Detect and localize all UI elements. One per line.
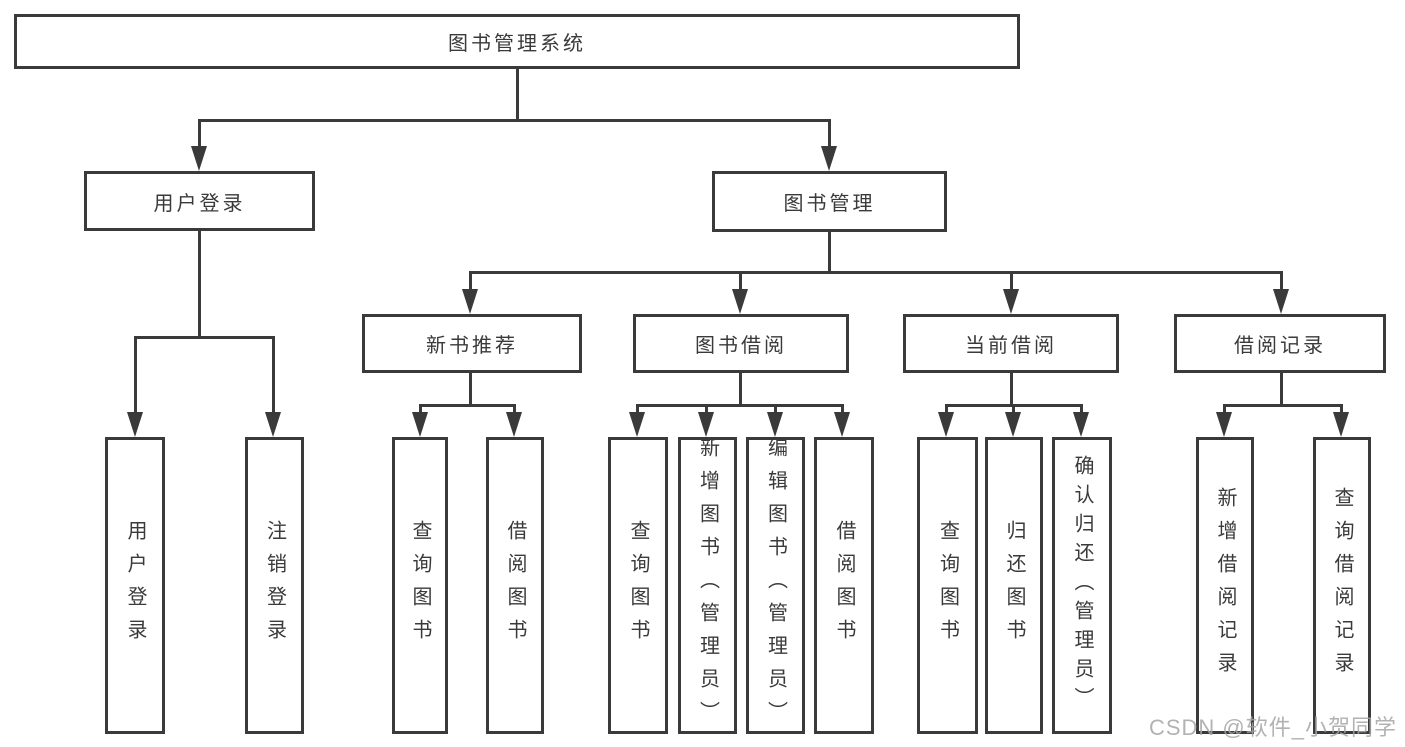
arrow-down-icon (1216, 412, 1232, 437)
arrow-down-icon (1273, 289, 1289, 314)
node-user-login: 用户登录 (84, 171, 315, 231)
connector-line (774, 404, 777, 416)
connector-line (419, 404, 422, 416)
leaf-add-book-admin: 新增图书（管理员） (678, 437, 737, 734)
arrow-down-icon (767, 412, 783, 437)
node-label: 查询图书 (409, 519, 431, 652)
connector-line (1280, 373, 1283, 405)
node-book-management: 图书管理 (712, 171, 947, 232)
connector-line (1280, 271, 1283, 291)
connector-line (828, 119, 831, 148)
connector-line (1223, 404, 1226, 416)
connector-line (469, 373, 472, 405)
connector-line (1223, 404, 1343, 407)
node-library-management-system: 图书管理系统 (14, 14, 1020, 69)
connector-line (1080, 404, 1083, 416)
node-label: 当前借阅 (965, 335, 1057, 357)
leaf-query-books: 查询图书 (917, 437, 978, 734)
node-label: 查询图书 (627, 519, 649, 652)
node-label: 查询借阅记录 (1331, 486, 1353, 685)
node-book-borrowing: 图书借阅 (633, 314, 849, 373)
arrow-down-icon (506, 412, 522, 437)
connector-line (198, 119, 201, 148)
leaf-confirm-return-admin: 确认归还（管理员） (1052, 437, 1112, 734)
watermark-text: CSDN @软件_小贺同学 (1148, 715, 1397, 740)
node-label: 图书借阅 (695, 335, 787, 357)
connector-line (705, 404, 708, 416)
connector-line (739, 271, 742, 291)
node-borrowing-records: 借阅记录 (1174, 314, 1386, 373)
arrow-down-icon (1333, 412, 1349, 437)
connector-line (636, 404, 844, 407)
node-label: 新增借阅记录 (1214, 486, 1236, 685)
arrow-down-icon (1005, 412, 1021, 437)
node-new-book-recommendation: 新书推荐 (362, 314, 582, 373)
node-current-borrowing: 当前借阅 (903, 314, 1119, 373)
node-label: 编辑图书（管理员） (764, 437, 787, 734)
connector-line (469, 271, 1283, 274)
leaf-logout: 注销登录 (245, 437, 304, 734)
connector-line (513, 404, 516, 416)
arrow-down-icon (732, 289, 748, 314)
leaf-borrow-books: 借阅图书 (814, 437, 874, 734)
node-label: 查询图书 (936, 519, 959, 652)
arrow-down-icon (629, 412, 645, 437)
connector-line (134, 336, 275, 339)
node-label: 新增图书（管理员） (696, 437, 719, 734)
leaf-user-login: 用户登录 (105, 437, 165, 734)
connector-line (419, 404, 516, 407)
connector-line (841, 404, 844, 416)
connector-line (1012, 404, 1015, 416)
connector-line (134, 336, 137, 414)
connector-line (272, 336, 275, 414)
arrow-down-icon (265, 412, 281, 437)
leaf-edit-book-admin: 编辑图书（管理员） (746, 437, 805, 734)
connector-line (828, 232, 831, 272)
arrow-down-icon (412, 412, 428, 437)
node-label: 借阅图书 (833, 519, 855, 652)
connector-line (198, 119, 831, 122)
connector-line (1010, 373, 1013, 405)
node-label: 归还图书 (1003, 519, 1025, 652)
connector-line (198, 231, 201, 337)
arrow-down-icon (938, 412, 954, 437)
node-label: 图书管理系统 (448, 33, 586, 55)
connector-line (1010, 271, 1013, 291)
node-label: 用户登录 (153, 192, 246, 215)
node-label: 用户登录 (124, 519, 146, 652)
node-label: 新书推荐 (426, 335, 518, 357)
leaf-query-books: 查询图书 (392, 437, 448, 734)
connector-line (1340, 404, 1343, 416)
leaf-borrow-books: 借阅图书 (486, 437, 544, 734)
connector-line (739, 373, 742, 405)
leaf-query-books: 查询图书 (608, 437, 668, 734)
node-label: 注销登录 (263, 519, 286, 652)
node-label: 图书管理 (783, 193, 876, 215)
arrow-down-icon (462, 289, 478, 314)
arrow-down-icon (191, 146, 207, 171)
connector-line (516, 69, 519, 120)
arrow-down-icon (698, 412, 714, 437)
arrow-down-icon (834, 412, 850, 437)
arrow-down-icon (821, 146, 837, 171)
connector-line (636, 404, 639, 416)
leaf-add-borrow-record: 新增借阅记录 (1196, 437, 1254, 734)
arrow-down-icon (1003, 289, 1019, 314)
arrow-down-icon (1073, 412, 1089, 437)
node-label: 借阅图书 (504, 519, 526, 652)
leaf-return-books: 归还图书 (985, 437, 1043, 734)
node-label: 确认归还（管理员） (1071, 455, 1093, 716)
connector-line (945, 404, 948, 416)
connector-line (469, 271, 472, 291)
leaf-query-borrow-record: 查询借阅记录 (1313, 437, 1371, 734)
node-label: 借阅记录 (1234, 335, 1326, 357)
arrow-down-icon (127, 412, 143, 437)
